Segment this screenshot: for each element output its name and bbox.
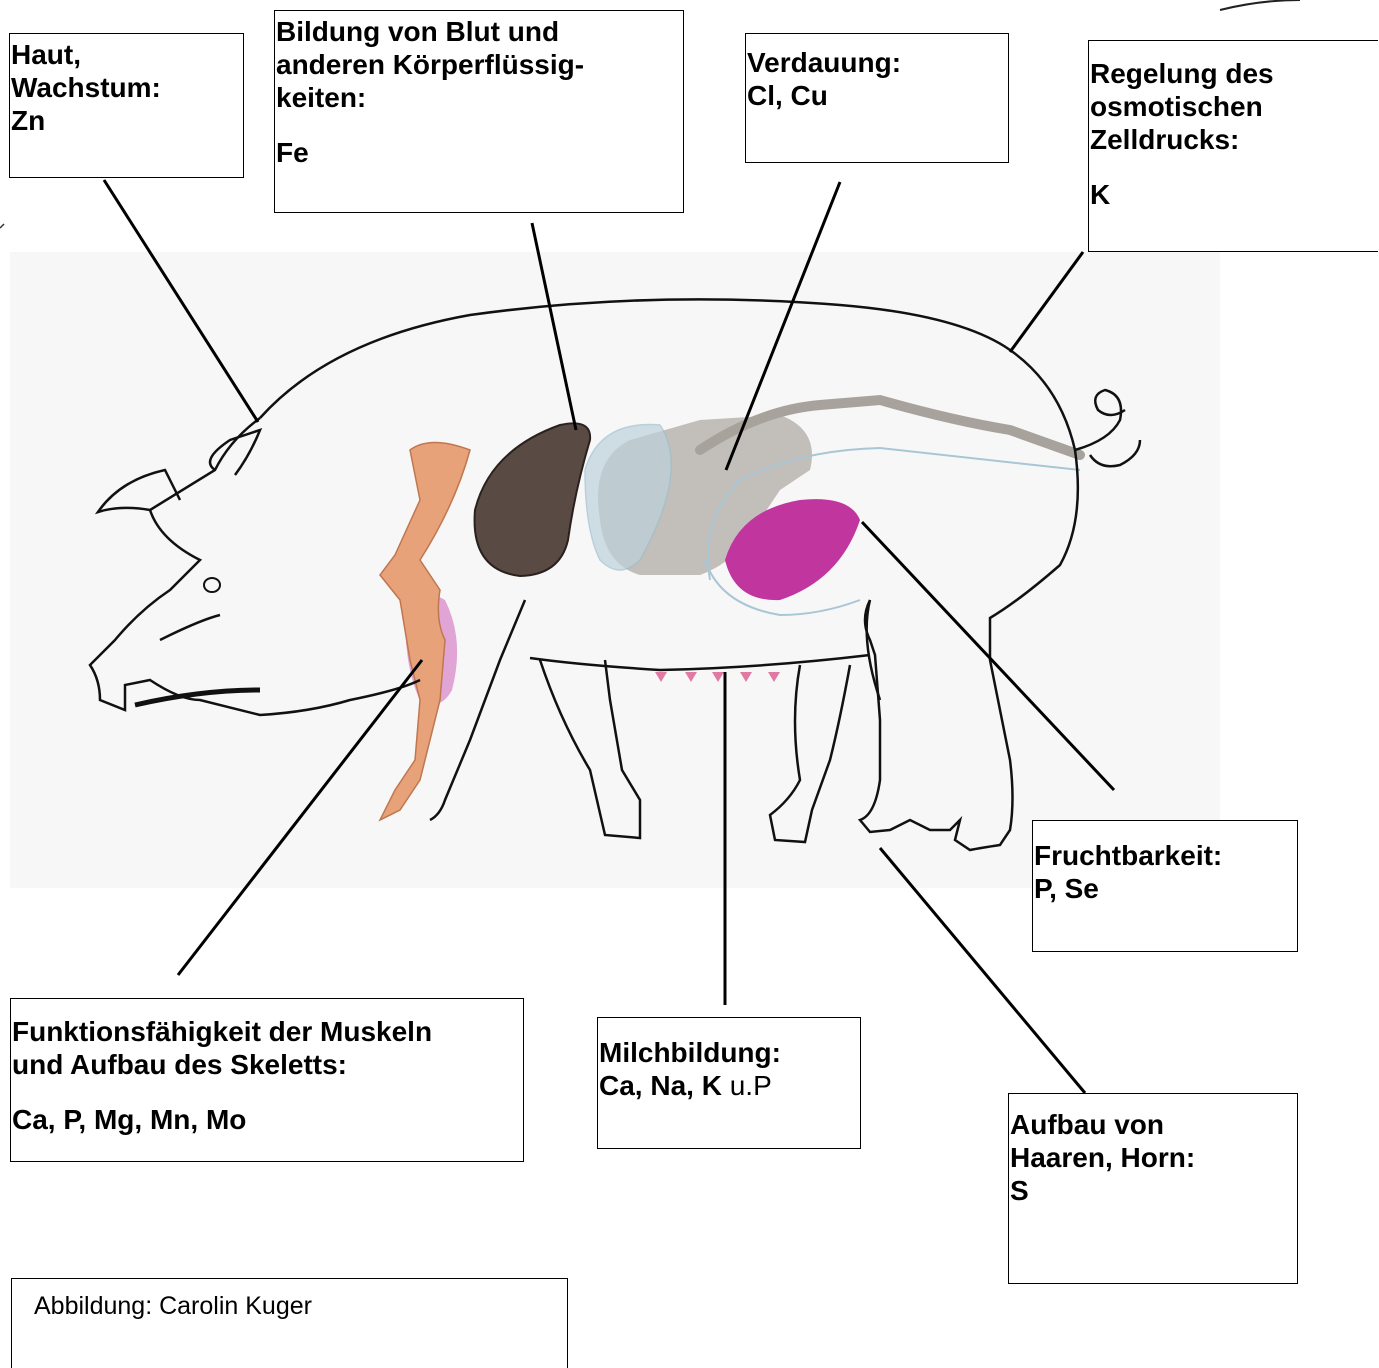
fore-leg-inner <box>540 660 640 838</box>
label-muscles-line1: Funktionsfähigkeit der Muskeln <box>12 1015 523 1048</box>
head-outline <box>90 418 420 715</box>
label-digestion-elements: Cl, Cu <box>747 79 1008 112</box>
page-tick <box>0 224 4 228</box>
credit-box: Abbildung: Carolin Kuger <box>11 1278 568 1368</box>
label-milk-title: Milchbildung: <box>599 1036 860 1069</box>
label-skin-elements: Zn <box>11 104 243 137</box>
label-osmotic: Regelung des osmotischen Zelldrucks: K <box>1088 40 1378 252</box>
leader-skin <box>104 180 258 422</box>
label-hair-line1: Aufbau von <box>1010 1108 1297 1141</box>
mouth <box>160 615 220 640</box>
label-fertility-title: Fruchtbarkeit: <box>1034 839 1297 872</box>
label-muscles-line2: und Aufbau des Skeletts: <box>12 1048 523 1081</box>
label-blood: Bildung von Blut und anderen Körperflüss… <box>274 10 684 213</box>
label-blood-line3: keiten: <box>276 81 683 114</box>
label-digestion: Verdauung: Cl, Cu <box>745 33 1009 163</box>
label-hair-elements: S <box>1010 1174 1297 1207</box>
label-skin-title: Haut, Wachstum: <box>11 38 211 104</box>
udder <box>655 672 780 682</box>
leader-blood <box>532 223 576 430</box>
liver <box>475 423 591 576</box>
ear-back <box>210 430 260 475</box>
eye <box>204 578 220 592</box>
label-milk-elements-bold: Ca, Na, K <box>599 1070 722 1101</box>
label-blood-elements: Fe <box>276 136 683 169</box>
label-fertility-elements: P, Se <box>1034 872 1297 905</box>
label-milk-elements: Ca, Na, K u.P <box>599 1069 860 1102</box>
leader-osmotic <box>1010 252 1083 352</box>
label-milk: Milchbildung: Ca, Na, K u.P <box>597 1017 861 1149</box>
label-osmotic-line3: Zelldrucks: <box>1090 123 1378 156</box>
label-muscles: Funktionsfähigkeit der Muskeln und Aufba… <box>10 998 524 1162</box>
credit-text: Abbildung: Carolin Kuger <box>34 1292 567 1322</box>
label-osmotic-line1: Regelung des <box>1090 57 1378 90</box>
foreleg-bones <box>380 443 470 821</box>
leader-fertility <box>862 522 1114 790</box>
label-blood-line2: anderen Körperflüssig- <box>276 48 683 81</box>
label-hair-line2: Haaren, Horn: <box>1010 1141 1297 1174</box>
label-blood-line1: Bildung von Blut und <box>276 15 683 48</box>
label-hair: Aufbau von Haaren, Horn: S <box>1008 1093 1298 1284</box>
label-fertility: Fruchtbarkeit: P, Se <box>1032 820 1298 952</box>
label-milk-elements-normal: u.P <box>722 1070 772 1101</box>
label-skin: Haut, Wachstum: Zn <box>9 33 244 178</box>
label-digestion-title: Verdauung: <box>747 46 1008 79</box>
label-muscles-elements: Ca, P, Mg, Mn, Mo <box>12 1103 523 1136</box>
belly-line <box>530 655 870 670</box>
hind-leg-inner <box>770 665 850 842</box>
label-osmotic-line2: osmotischen <box>1090 90 1378 123</box>
corner-scribble <box>1220 0 1300 10</box>
jaw-line <box>135 690 260 705</box>
ear-front <box>98 470 180 512</box>
label-osmotic-elements: K <box>1090 178 1378 211</box>
